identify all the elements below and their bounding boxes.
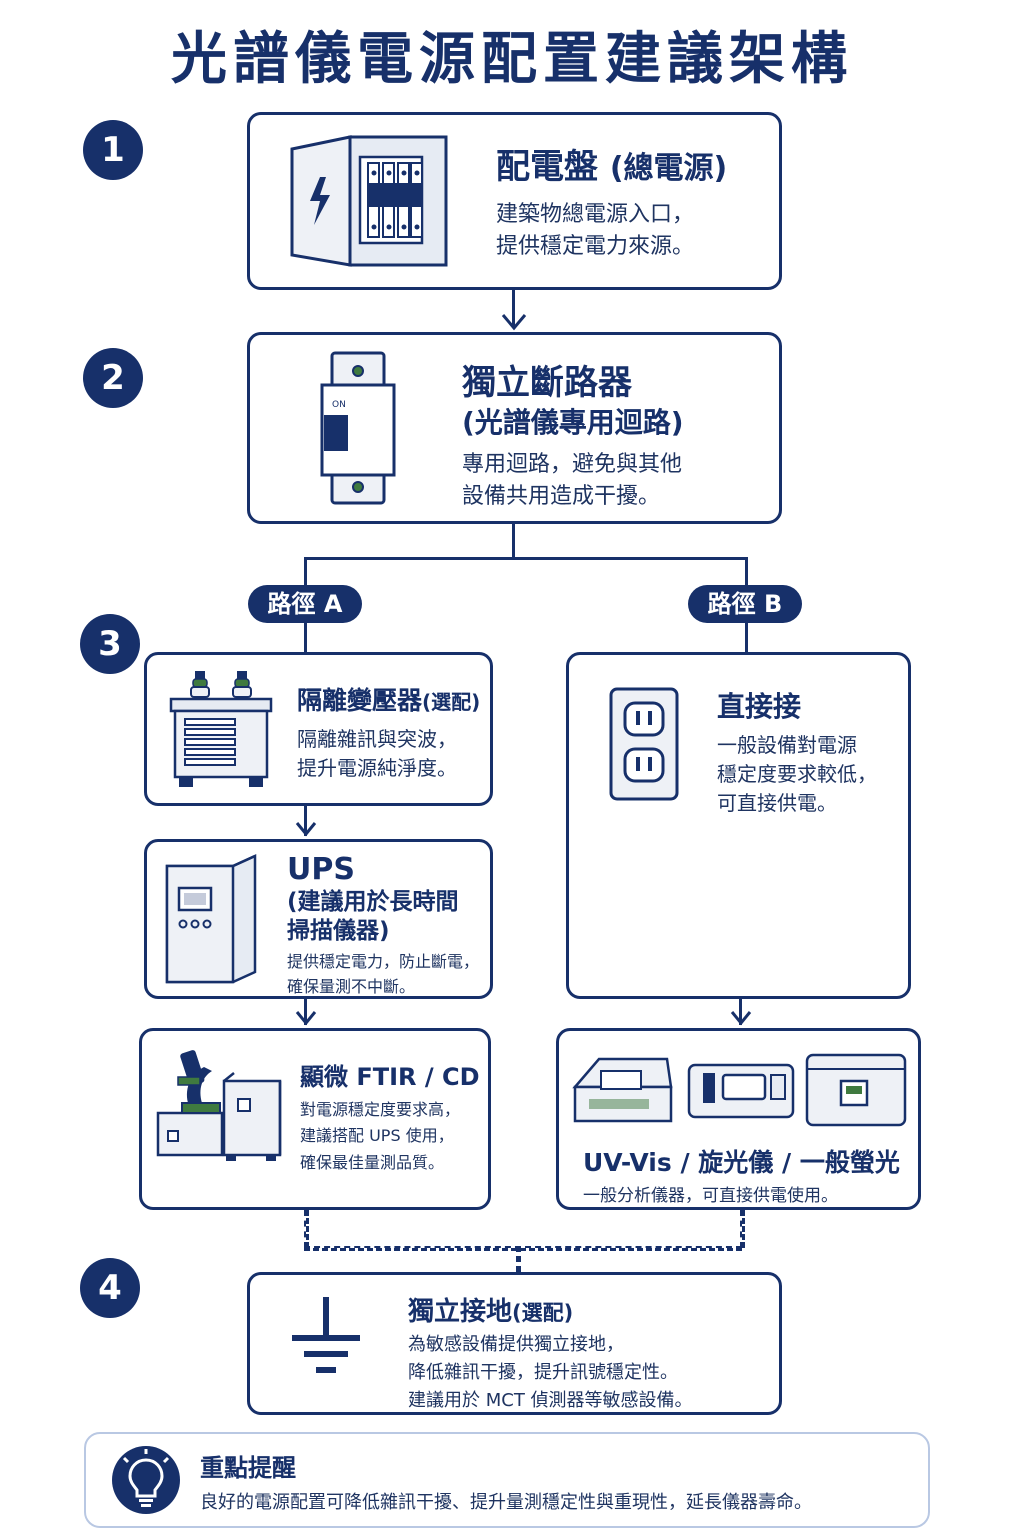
transformer-heading-sub: (選配) <box>422 690 481 714</box>
breaker-description: 專用迴路，避免與其他 設備共用造成干擾。 <box>462 449 682 513</box>
ground-desc-line2: 降低雜訊干擾，提升訊號穩定性。 <box>408 1361 678 1383</box>
arrow-down-icon <box>294 1009 318 1027</box>
lightbulb-icon <box>110 1444 182 1516</box>
path-b-label: 路徑 B <box>688 585 802 623</box>
dashed-to-ground <box>516 1246 521 1272</box>
connector-pill-a <box>304 623 307 653</box>
connector-direct-uvvis <box>739 999 742 1025</box>
microscope-icon <box>154 1047 286 1163</box>
ground-heading-sub: (選配) <box>512 1301 574 1325</box>
transformer-desc-line2: 提升電源純淨度。 <box>297 756 457 780</box>
transformer-description: 隔離雜訊與突波， 提升電源純淨度。 <box>297 725 457 783</box>
dashed-ftir-ground <box>304 1210 309 1248</box>
circuit-breaker-icon: ON <box>316 349 400 509</box>
ftir-desc-line1: 對電源穩定度要求高， <box>300 1100 461 1119</box>
ups-heading: UPS <box>287 852 355 887</box>
breaker-desc-line2: 設備共用造成干擾。 <box>462 483 661 509</box>
breaker-on-label: ON <box>332 400 346 410</box>
ground-icon <box>288 1295 364 1385</box>
connector-1-2 <box>512 290 515 328</box>
direct-connection-card: 直接接 一般設備對電源 穩定度要求較低， 可直接供電。 <box>566 652 911 999</box>
ftir-description: 對電源穩定度要求高， 建議搭配 UPS 使用， 確保最佳量測品質。 <box>300 1097 460 1176</box>
electrical-panel-icon <box>290 133 450 269</box>
panel-description: 建築物總電源入口， 提供穩定電力來源。 <box>496 199 694 263</box>
direct-description: 一般設備對電源 穩定度要求較低， 可直接供電。 <box>717 731 877 818</box>
ground-desc-line3: 建議用於 MCT 偵測器等敏感設備。 <box>408 1389 693 1411</box>
branch-left-drop <box>304 557 307 589</box>
connector-transformer-ups <box>304 806 307 836</box>
ground-card: 獨立接地(選配) 為敏感設備提供獨立接地， 降低雜訊干擾，提升訊號穩定性。 建議… <box>247 1272 782 1415</box>
transformer-card: 隔離變壓器(選配) 隔離雜訊與突波， 提升電源純淨度。 <box>144 652 493 806</box>
step-badge-3: 3 <box>80 614 140 674</box>
transformer-heading: 隔離變壓器(選配) <box>297 681 480 717</box>
connector-2-branch <box>512 524 515 560</box>
step-badge-4: 4 <box>80 1258 140 1318</box>
panel-heading-sub: (總電源) <box>609 151 728 186</box>
arrow-down-icon <box>294 820 318 838</box>
transformer-desc-line1: 隔離雜訊與突波， <box>297 727 457 751</box>
step-badge-1: 1 <box>83 120 143 180</box>
reminder-heading: 重點提醒 <box>200 1454 296 1482</box>
branch-right-drop <box>745 557 748 589</box>
ups-desc-line2: 確保量測不中斷。 <box>287 976 416 996</box>
power-outlet-icon <box>609 687 679 801</box>
ground-heading-main: 獨立接地 <box>408 1297 513 1327</box>
distribution-panel-card: 配電盤 (總電源) 建築物總電源入口， 提供穩定電力來源。 <box>247 112 782 290</box>
key-reminder-card: 重點提醒 良好的電源配置可降低雜訊干擾、提升量測穩定性與重現性，延長儀器壽命。 <box>84 1432 930 1528</box>
ups-heading-sub-line1: (建議用於長時間 <box>287 889 459 915</box>
ftir-desc-line3: 確保最佳量測品質。 <box>300 1152 445 1172</box>
ftir-cd-card: 顯微 FTIR / CD 對電源穩定度要求高， 建議搭配 UPS 使用， 確保最… <box>139 1028 491 1210</box>
ups-card: UPS (建議用於長時間 掃描儀器) 提供穩定電力，防止斷電， 確保量測不中斷。 <box>144 839 493 999</box>
dashed-uvvis-ground <box>740 1210 745 1248</box>
panel-heading-main: 配電盤 <box>496 147 598 187</box>
page-title: 光譜儀電源配置建議架構 <box>171 27 853 92</box>
uvvis-description: 一般分析儀器，可直接供電使用。 <box>583 1186 838 1206</box>
branch-horizontal <box>304 557 748 560</box>
transformer-icon <box>167 669 275 791</box>
direct-heading: 直接接 <box>717 690 802 723</box>
breaker-heading-sub: (光譜儀專用迴路) <box>462 406 684 439</box>
arrow-down-icon <box>500 312 528 332</box>
arrow-down-icon <box>729 1009 753 1027</box>
panel-heading: 配電盤 (總電源) <box>496 139 727 188</box>
ups-icon <box>163 854 263 986</box>
direct-desc-line3: 可直接供電。 <box>717 791 837 815</box>
ups-description: 提供穩定電力，防止斷電， 確保量測不中斷。 <box>287 950 479 1000</box>
ups-desc-line1: 提供穩定電力，防止斷電， <box>287 952 480 971</box>
ftir-heading: 顯微 FTIR / CD <box>300 1063 480 1091</box>
ground-description: 為敏感設備提供獨立接地， 降低雜訊干擾，提升訊號穩定性。 建議用於 MCT 偵測… <box>408 1331 693 1415</box>
direct-desc-line2: 穩定度要求較低， <box>717 762 877 786</box>
breaker-heading: 獨立斷路器 <box>462 363 632 403</box>
breaker-card: ON 獨立斷路器 (光譜儀專用迴路) 專用迴路，避免與其他 設備共用造成干擾。 <box>247 332 782 524</box>
connector-ups-ftir <box>304 999 307 1025</box>
breaker-desc-line1: 專用迴路，避免與其他 <box>462 452 683 477</box>
dashed-horizontal <box>304 1246 742 1251</box>
ftir-desc-line2: 建議搭配 UPS 使用， <box>300 1126 454 1146</box>
spectrometer-icon <box>571 1051 911 1131</box>
ground-heading: 獨立接地(選配) <box>408 1291 573 1328</box>
path-a-label: 路徑 A <box>248 585 362 623</box>
uvvis-heading: UV-Vis / 旋光儀 / 一般螢光 <box>583 1148 900 1177</box>
panel-desc-line1: 建築物總電源入口， <box>496 202 695 227</box>
ups-heading-sub: (建議用於長時間 掃描儀器) <box>287 888 459 946</box>
connector-pill-b <box>745 623 748 653</box>
uvvis-card: UV-Vis / 旋光儀 / 一般螢光 一般分析儀器，可直接供電使用。 <box>556 1028 921 1210</box>
direct-desc-line1: 一般設備對電源 <box>717 733 857 757</box>
ground-desc-line1: 為敏感設備提供獨立接地， <box>408 1334 624 1355</box>
panel-desc-line2: 提供穩定電力來源。 <box>496 233 695 259</box>
step-badge-2: 2 <box>83 348 143 408</box>
reminder-text: 良好的電源配置可降低雜訊干擾、提升量測穩定性與重現性，延長儀器壽命。 <box>200 1492 812 1513</box>
ups-heading-sub-line2: 掃描儀器) <box>287 917 390 944</box>
transformer-heading-main: 隔離變壓器 <box>297 686 423 715</box>
